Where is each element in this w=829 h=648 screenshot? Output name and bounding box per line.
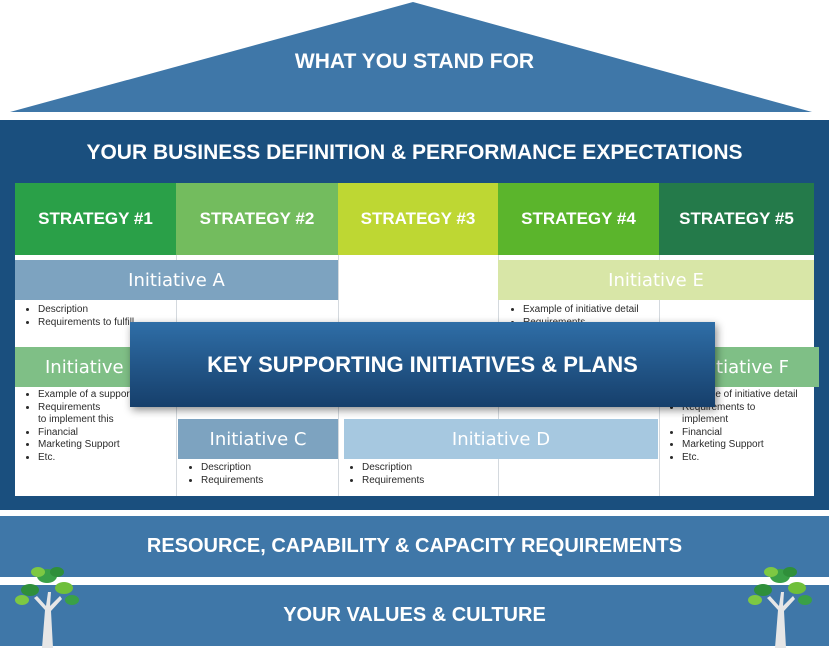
- strategy-4-label: STRATEGY #4: [521, 209, 636, 228]
- initiative-e-header: Initiative E: [498, 260, 814, 300]
- list-item: Description: [362, 462, 497, 475]
- strategy-2-header: STRATEGY #2: [176, 183, 338, 255]
- list-item: Requirements to: [682, 402, 814, 415]
- list-item: Requirements: [523, 317, 658, 327]
- initiative-d-label: Initiative D: [451, 428, 551, 450]
- strategy-4-header: STRATEGY #4: [498, 183, 659, 255]
- list-item: Marketing Support: [38, 439, 176, 452]
- strategy-5-label: STRATEGY #5: [679, 209, 794, 228]
- initiative-f-label: Initiative F: [694, 356, 789, 378]
- list-item: Marketing Support: [682, 439, 814, 452]
- roof: [10, 2, 812, 112]
- initiative-b-label: Initiative B: [45, 356, 142, 378]
- list-item: Requirements: [362, 475, 497, 488]
- initiative-b-details: Example of a supporting Requirements to …: [15, 389, 176, 467]
- values-title: YOUR VALUES & CULTURE: [283, 604, 546, 626]
- initiative-d-header: Initiative D: [344, 419, 658, 459]
- initiative-c-header: Initiative C: [178, 419, 338, 459]
- tree-icon: [15, 567, 79, 648]
- key-initiatives-banner: KEY SUPPORTING INITIATIVES & PLANS: [130, 322, 715, 407]
- initiative-f-details: Example of initiative detail Requirement…: [663, 389, 814, 467]
- initiative-d-details: Description Requirements: [339, 462, 497, 490]
- strategy-3-header: STRATEGY #3: [338, 183, 498, 255]
- list-item: to implement this: [38, 414, 114, 425]
- list-item: Etc.: [682, 452, 814, 465]
- strategy-1-label: STRATEGY #1: [38, 209, 153, 228]
- strategy-5-header: STRATEGY #5: [659, 183, 814, 255]
- roof-title: WHAT YOU STAND FOR: [294, 50, 535, 73]
- initiative-c-details: Description Requirements: [178, 462, 338, 490]
- initiative-a-details: Description Requirements to fulfill: [15, 304, 175, 328]
- tree-icon: [748, 567, 812, 648]
- list-item: Example of a supporting: [38, 389, 176, 402]
- list-item: Requirements: [38, 402, 176, 415]
- business-definition-title: YOUR BUSINESS DEFINITION & PERFORMANCE E…: [86, 141, 743, 164]
- list-item: Example of initiative detail: [523, 304, 658, 317]
- strategy-2-label: STRATEGY #2: [199, 209, 315, 228]
- initiative-e-details: Example of initiative detail Requirement…: [500, 304, 658, 326]
- list-item: Financial: [682, 427, 814, 440]
- key-initiatives-title: KEY SUPPORTING INITIATIVES & PLANS: [207, 351, 638, 377]
- resource-band: RESOURCE, CAPABILITY & CAPACITY REQUIREM…: [0, 516, 829, 577]
- initiative-e-label: Initiative E: [608, 269, 704, 291]
- list-item: Financial: [38, 427, 176, 440]
- list-item: Requirements to fulfill: [38, 317, 175, 329]
- resource-title: RESOURCE, CAPABILITY & CAPACITY REQUIREM…: [146, 535, 683, 557]
- values-band: YOUR VALUES & CULTURE: [0, 585, 829, 646]
- list-item: implement: [682, 414, 729, 425]
- list-item: Example of initiative detail: [682, 389, 814, 402]
- strategy-3-label: STRATEGY #3: [360, 209, 476, 228]
- initiative-c-label: Initiative C: [209, 428, 307, 450]
- initiative-a-label: Initiative A: [128, 269, 225, 291]
- list-item: Description: [38, 304, 175, 317]
- initiative-a-header: Initiative A: [15, 260, 338, 300]
- list-item: Description: [201, 462, 338, 475]
- strategy-1-header: STRATEGY #1: [15, 183, 176, 255]
- list-item: Requirements: [201, 475, 338, 488]
- list-item: Etc.: [38, 452, 176, 465]
